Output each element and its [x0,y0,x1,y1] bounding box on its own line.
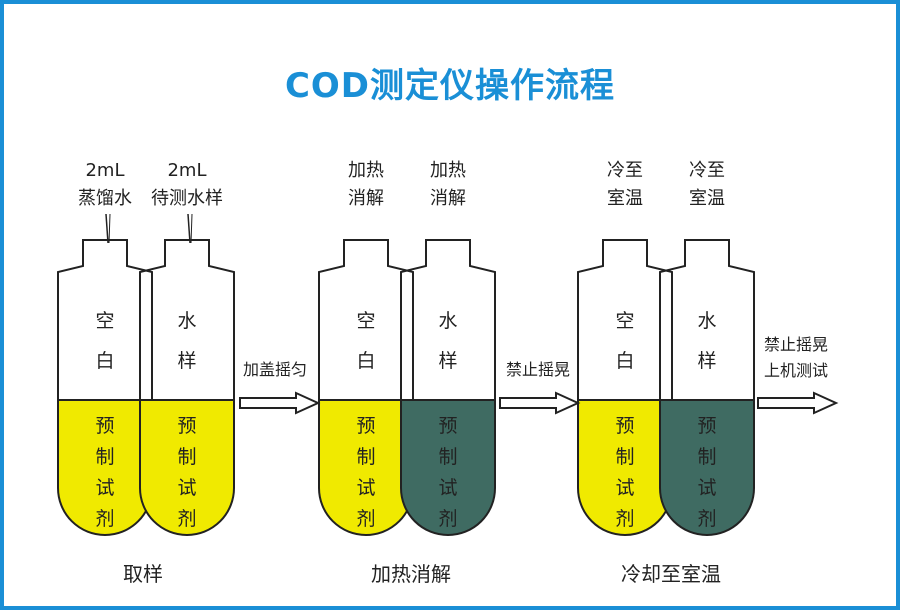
tube-top-label: 冷至 [607,160,643,181]
arrow-label: 加盖摇匀 [243,360,307,379]
tube-sample-label: 水 [177,310,196,332]
tube-top-label: 消解 [430,188,466,209]
tube-reagent-label: 制 [697,446,716,468]
tube-sample-label: 空 [615,310,634,332]
tube-reagent-label: 制 [177,446,196,468]
tube-reagent-fill [401,400,495,535]
tube-reagent-fill [140,400,234,535]
page-title: COD测定仪操作流程 [284,66,616,106]
tube-reagent-label: 制 [438,446,457,468]
tube-top-label: 待测水样 [151,188,223,209]
tube-top-label: 2mL [85,160,124,181]
tube-reagent-label: 预 [356,415,375,437]
tube-sample-label: 白 [95,350,114,372]
tube-reagent-label: 剂 [356,508,375,530]
tube-reagent-label: 预 [95,415,114,437]
tube-reagent-label: 试 [177,477,196,499]
tube-sample-label: 空 [95,310,114,332]
tube-reagent-label: 试 [615,477,634,499]
process-arrow [499,391,581,415]
pipette-line [190,213,193,244]
step-caption: 取样 [123,562,163,586]
process-arrow [239,391,321,415]
tube-sample-label: 样 [438,350,457,372]
pipette-line [105,213,109,244]
tube-top-label: 室温 [689,188,725,209]
arrow-label: 禁止摇晃 [506,360,570,379]
tube-reagent-fill [58,400,152,535]
tube-sample-label: 水 [697,310,716,332]
tube-reagent-fill [578,400,672,535]
tube-reagent-label: 预 [177,415,196,437]
step-caption: 加热消解 [371,562,451,586]
tube-reagent-label: 试 [438,477,457,499]
tube-reagent-label: 剂 [95,508,114,530]
pipette-line [187,213,191,244]
test-tube [139,239,235,536]
tube-sample-label: 水 [438,310,457,332]
pipette-line [108,213,111,244]
arrow-label: 上机测试 [764,361,828,380]
test-tube [400,239,496,536]
tube-reagent-label: 剂 [177,508,196,530]
tube-reagent-label: 剂 [438,508,457,530]
test-tube [659,239,755,536]
tube-reagent-label: 预 [438,415,457,437]
tube-reagent-label: 剂 [697,508,716,530]
tube-top-label: 冷至 [689,160,725,181]
tube-sample-label: 白 [356,350,375,372]
tube-top-label: 蒸馏水 [78,188,132,209]
tube-reagent-fill [660,400,754,535]
arrow-label: 禁止摇晃 [764,335,828,354]
tube-reagent-label: 制 [95,446,114,468]
tube-sample-label: 样 [177,350,196,372]
tube-top-label: 室温 [607,188,643,209]
tube-reagent-label: 预 [615,415,634,437]
tube-sample-label: 空 [356,310,375,332]
tube-top-label: 加热 [348,160,384,181]
tube-sample-label: 样 [697,350,716,372]
tube-reagent-label: 制 [615,446,634,468]
tube-top-label: 消解 [348,188,384,209]
step-caption: 冷却至室温 [621,562,721,586]
tube-reagent-label: 试 [356,477,375,499]
tube-top-label: 2mL [167,160,206,181]
tube-reagent-label: 预 [697,415,716,437]
tube-reagent-fill [319,400,413,535]
tube-reagent-label: 试 [95,477,114,499]
tube-sample-label: 白 [615,350,634,372]
tube-reagent-label: 试 [697,477,716,499]
tube-reagent-label: 剂 [615,508,634,530]
tube-top-label: 加热 [430,160,466,181]
tube-reagent-label: 制 [356,446,375,468]
process-arrow [757,391,839,415]
